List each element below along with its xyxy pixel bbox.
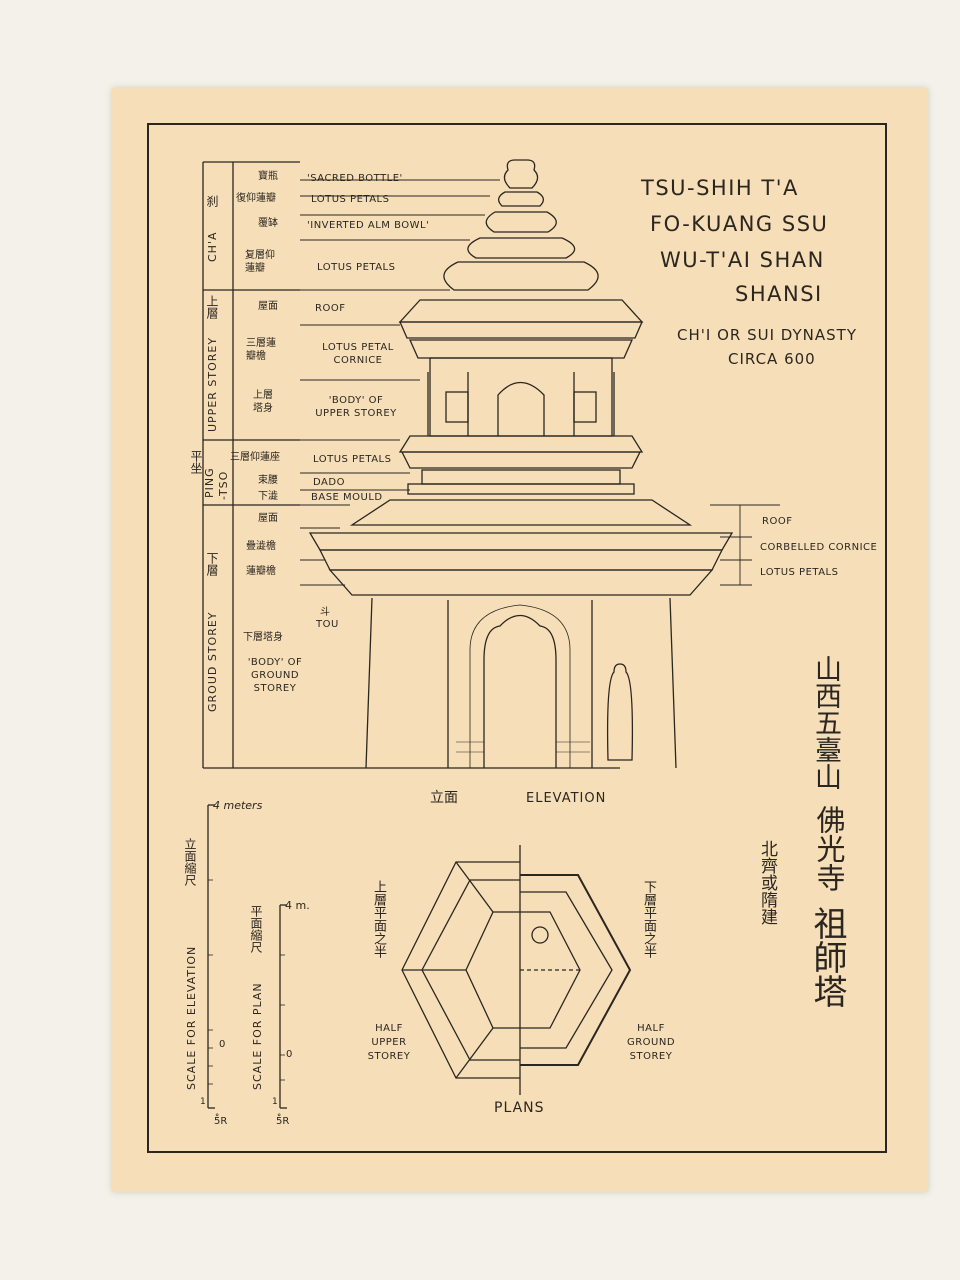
section-ping-en-2: -TSO [217, 470, 230, 500]
section-ping-cn: 平坐 [189, 450, 203, 474]
dynasty-text: CH'I OR SUI DYNASTY [677, 326, 857, 344]
label-en-1: LOTUS PETALS [311, 194, 390, 205]
label-cn-12: 蓮瓣檐 [246, 566, 276, 577]
left-leader-lines [300, 179, 500, 586]
section-cha-en: CH'A [206, 231, 219, 262]
label-cn-0: 寶瓶 [258, 171, 278, 182]
plan-drawing [401, 845, 632, 1095]
scale-bars [207, 804, 287, 1109]
scale-elev-one: 1 [200, 1097, 206, 1107]
elevation-en: ELEVATION [526, 791, 607, 806]
scale-elev-r: 5̊R [214, 1116, 228, 1127]
label-en-4: ROOF [315, 303, 346, 314]
plan-upper-cn: 上層平面之半 [371, 880, 386, 958]
pagoda-elevation [308, 159, 734, 769]
title-line-2: FO-KUANG SSU [650, 212, 829, 236]
label-cn-3: 复層仰蓮瓣 [245, 250, 275, 274]
chinese-title-line-3: 祖師塔 [807, 906, 847, 1008]
scale-plan-top: 4 m. [285, 899, 310, 912]
label-cn-4: 屋面 [258, 301, 278, 312]
chinese-title-line-2: 佛光寺 [812, 805, 846, 892]
right-label-lotus: LOTUS PETALS [760, 567, 839, 578]
label-cn-8: 束腰 [258, 475, 278, 486]
section-ground-en: GROUD STOREY [206, 611, 219, 712]
label-en-9: BASE MOULD [311, 492, 383, 503]
section-upper-en: UPPER STOREY [206, 336, 219, 432]
plan-ground-en: HALF GROUND STOREY [626, 1023, 676, 1062]
scale-elev-top: 4 meters [213, 799, 263, 812]
section-ground-cn: 下層 [205, 552, 219, 576]
section-cha-cn: 刹 [205, 195, 219, 207]
frame-border [147, 123, 887, 1153]
label-cn-10: 屋面 [258, 513, 278, 524]
title-line-3: WU-T'AI SHAN [660, 248, 825, 272]
plan-upper-en: HALF UPPER STOREY [367, 1023, 411, 1062]
elevation-cn: 立面 [430, 790, 458, 806]
plan-ground-cn: 下層平面之半 [641, 880, 656, 958]
label-en-13: 'BODY' OF GROUND STOREY [247, 657, 303, 694]
label-en-0: 'SACRED BOTTLE' [307, 173, 403, 184]
label-cn-9: 下澁 [258, 491, 278, 502]
scale-plan-r: 5̊R [276, 1116, 290, 1127]
label-cn-1: 復仰蓮瓣 [236, 193, 276, 204]
chinese-secondary: 北齊或隋建 [757, 840, 777, 925]
date-text: CIRCA 600 [728, 350, 816, 368]
plans-title: PLANS [494, 1100, 545, 1116]
scale-elev-en: SCALE FOR ELEVATION [185, 945, 198, 1090]
label-cn-7: 三層仰蓮座 [230, 452, 280, 463]
label-en-2: 'INVERTED ALM BOWL' [307, 220, 430, 231]
scale-plan-cn: 平面縮尺 [249, 905, 263, 953]
scale-elev-cn: 立面縮尺 [183, 838, 197, 886]
label-cn-6: 上層塔身 [253, 390, 273, 414]
label-en-7: LOTUS PETALS [313, 454, 392, 465]
scale-plan-en: SCALE FOR PLAN [251, 982, 264, 1090]
section-upper-cn: 上層 [205, 295, 219, 319]
scale-elev-zero: 0 [219, 1039, 226, 1050]
title-line-4: SHANSI [735, 282, 823, 306]
label-en-6: 'BODY' OF UPPER STOREY [315, 395, 397, 419]
title-line-1: TSU-SHIH T'A [641, 176, 799, 200]
tou-en: TOU [316, 619, 339, 630]
label-cn-13: 下層塔身 [243, 632, 283, 643]
label-cn-11: 疊澁檐 [246, 541, 276, 552]
scale-plan-one: 1 [272, 1097, 278, 1107]
section-ping-en-1: PING [203, 467, 216, 498]
chinese-title-line-1: 山西五臺山 [810, 655, 841, 790]
label-en-5: LOTUS PETAL CORNICE [322, 342, 394, 366]
label-en-8: DADO [313, 477, 345, 488]
right-leader-lines [710, 504, 780, 586]
label-cn-5: 三層蓮瓣檐 [246, 338, 276, 362]
right-label-roof: ROOF [762, 516, 793, 527]
tou-cn: 斗 [320, 607, 330, 618]
right-label-cornice: CORBELLED CORNICE [760, 542, 878, 553]
label-en-3: LOTUS PETALS [317, 262, 396, 273]
scale-plan-zero: 0 [286, 1049, 293, 1060]
label-cn-2: 覆缽 [258, 218, 278, 229]
